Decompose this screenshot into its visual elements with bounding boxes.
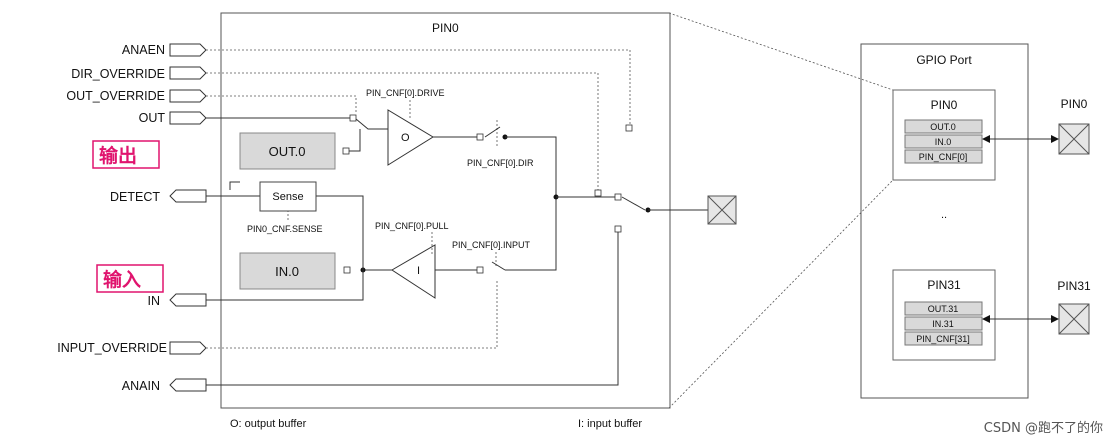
svg-text:IN.31: IN.31	[932, 319, 954, 329]
signal-dir-override: DIR_OVERRIDE	[71, 67, 165, 81]
signal-anaen: ANAEN	[122, 43, 165, 57]
ext-pad-pin31-icon	[1058, 303, 1090, 335]
pin-block-title: PIN0	[432, 21, 459, 35]
svg-text:PIN_CNF[0]: PIN_CNF[0]	[919, 152, 968, 162]
legend-output-buffer: O: output buffer	[230, 418, 307, 430]
gpio-pin31-block: PIN31 OUT.31 IN.31 PIN_CNF[31]	[892, 269, 996, 361]
input-buffer-label: I	[417, 265, 420, 277]
gpio-port-title: GPIO Port	[916, 53, 972, 67]
sense-block	[259, 181, 317, 212]
output-arrow-icons	[169, 189, 207, 392]
in-register	[239, 252, 336, 290]
output-tag-box	[92, 140, 160, 169]
pull-config-label: PIN_CNF[0].PULL	[375, 221, 449, 231]
out-register	[239, 132, 336, 170]
gpio-port-frame	[860, 43, 1029, 399]
signal-out-override: OUT_OVERRIDE	[66, 89, 165, 103]
out-register-label: OUT.0	[269, 144, 306, 159]
bidirectional-arrow-icons	[982, 135, 1059, 323]
output-tag: 输出	[99, 144, 137, 167]
sense-config-label: PIN0_CNF.SENSE	[247, 224, 323, 234]
input-tag: 输入	[103, 268, 141, 291]
input-arrow-icons	[169, 43, 207, 355]
input-config-label: PIN_CNF[0].INPUT	[452, 240, 531, 250]
in-register-label: IN.0	[275, 264, 299, 279]
pad-icon	[707, 195, 737, 225]
signal-detect: DETECT	[110, 190, 160, 204]
ext-pin0-label: PIN0	[1061, 97, 1088, 111]
watermark: CSDN @跑不了的你	[984, 420, 1103, 436]
input-tag-box	[96, 264, 164, 293]
dir-config-label: PIN_CNF[0].DIR	[467, 158, 534, 168]
signal-out: OUT	[139, 111, 166, 125]
svg-text:PIN0: PIN0	[931, 98, 958, 112]
signal-in: IN	[148, 294, 161, 308]
signal-input-override: INPUT_OVERRIDE	[57, 341, 167, 355]
svg-text:PIN_CNF[31]: PIN_CNF[31]	[916, 334, 970, 344]
svg-text:OUT.31: OUT.31	[928, 304, 959, 314]
sense-label: Sense	[272, 191, 303, 203]
control-lines	[206, 12, 894, 409]
signal-paths	[206, 109, 708, 386]
output-buffer-label: O	[401, 132, 410, 144]
legend-input-buffer: I: input buffer	[578, 418, 642, 430]
svg-text:OUT.0: OUT.0	[930, 122, 956, 132]
drive-config-label: PIN_CNF[0].DRIVE	[366, 88, 445, 98]
ext-pad-pin0-icon	[1058, 123, 1090, 155]
svg-text:IN.0: IN.0	[935, 137, 952, 147]
signal-anain: ANAIN	[122, 379, 160, 393]
gpio-ellipsis: ..	[941, 209, 947, 221]
ext-pin31-label: PIN31	[1057, 279, 1091, 293]
svg-text:PIN31: PIN31	[927, 278, 961, 292]
gpio-pin0-block: PIN0 OUT.0 IN.0 PIN_CNF[0]	[892, 89, 996, 181]
